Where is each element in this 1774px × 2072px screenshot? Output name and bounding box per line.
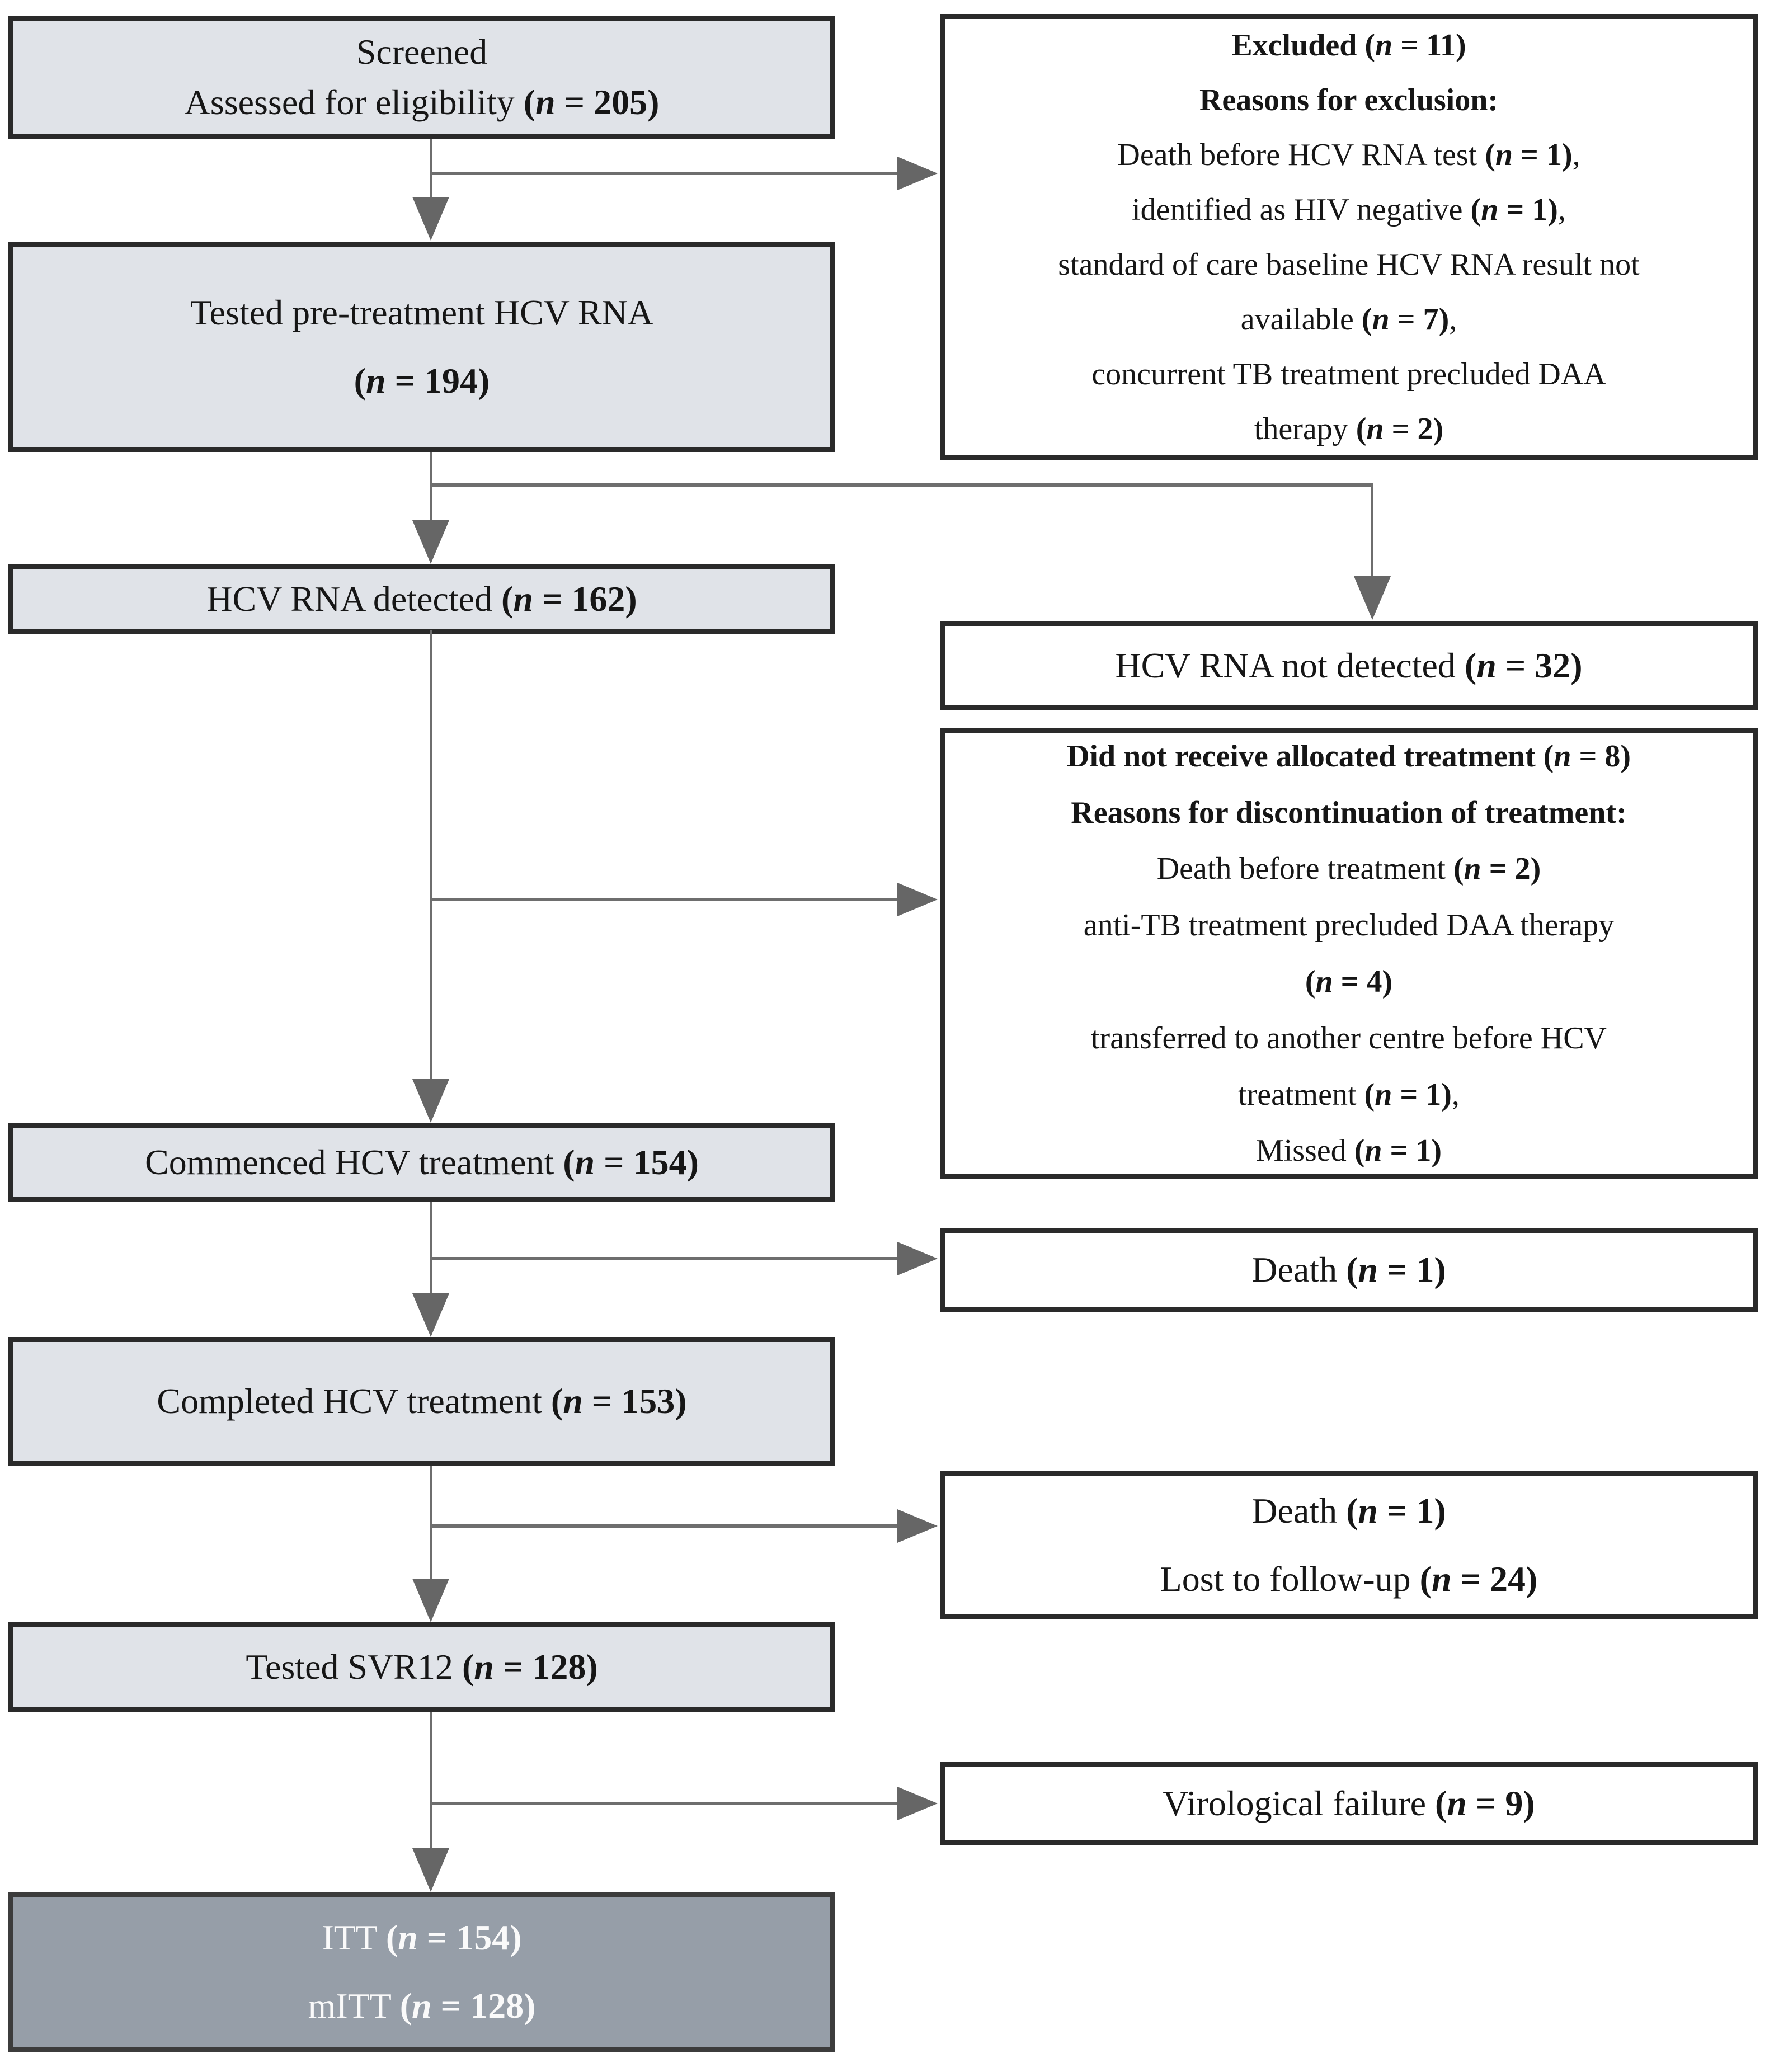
connector-not-detected-drop-line	[1371, 483, 1373, 577]
text-line: Lost to follow-up (n = 24)	[1160, 1559, 1538, 1599]
box-hcv-rna-not-detected: HCV RNA not detected (n = 32)	[940, 621, 1758, 710]
text-line: Assessed for eligibility (n = 205)	[184, 82, 660, 122]
text-line: standard of care baseline HCV RNA result…	[1058, 247, 1640, 282]
text-line: Commenced HCV treatment (n = 154)	[145, 1142, 699, 1182]
text-line: Screened	[356, 32, 488, 72]
text-line: therapy (n = 2)	[1254, 412, 1444, 446]
text-line: Death (n = 1)	[1251, 1250, 1446, 1290]
text-line: Completed HCV treatment (n = 153)	[157, 1381, 687, 1421]
text-line: Tested SVR12 (n = 128)	[246, 1647, 598, 1687]
arrowhead-down-svr12-icon	[412, 1579, 449, 1622]
connector-branch-did-not-receive-line	[431, 898, 897, 901]
arrowhead-right-did-not-receive-icon	[897, 883, 938, 916]
box-tested-svr12: Tested SVR12 (n = 128)	[8, 1622, 835, 1712]
connector-completed-svr12-line	[430, 1466, 432, 1580]
arrowhead-right-death-lost-icon	[897, 1509, 938, 1543]
connector-branch-death-line	[431, 1257, 897, 1260]
text-line: identified as HIV negative (n = 1),	[1132, 192, 1566, 227]
text-line: (n = 4)	[1305, 964, 1393, 999]
text-line: mITT (n = 128)	[308, 1986, 536, 2026]
text-line: anti-TB treatment precluded DAA therapy	[1083, 908, 1615, 943]
box-itt-mitt: ITT (n = 154) mITT (n = 128)	[8, 1892, 835, 2052]
text-line: Death (n = 1)	[1251, 1491, 1446, 1531]
text-line: Did not receive allocated treatment (n =…	[1066, 738, 1631, 774]
text-line: concurrent TB treatment precluded DAA	[1091, 357, 1606, 392]
connector-screened-tested-line	[430, 139, 432, 201]
box-death-during-treatment: Death (n = 1)	[940, 1228, 1758, 1312]
connector-commenced-completed-line	[430, 1202, 432, 1294]
box-completed-treatment: Completed HCV treatment (n = 153)	[8, 1337, 835, 1466]
arrowhead-down-detected-icon	[412, 520, 449, 564]
arrowhead-right-virological-icon	[897, 1787, 938, 1820]
connector-branch-death-lost-line	[431, 1524, 897, 1528]
connector-branch-not-detected-line	[431, 483, 1373, 487]
text-line: treatment (n = 1),	[1238, 1077, 1460, 1112]
box-commenced-treatment: Commenced HCV treatment (n = 154)	[8, 1123, 835, 1202]
text-line: Reasons for exclusion:	[1199, 83, 1499, 117]
text-line: Tested pre-treatment HCV RNA	[190, 293, 653, 333]
box-did-not-receive-treatment: Did not receive allocated treatment (n =…	[940, 728, 1758, 1179]
connector-branch-excluded-line	[431, 172, 897, 175]
text-line: available (n = 7),	[1240, 302, 1457, 337]
text-line: transferred to another centre before HCV	[1090, 1020, 1607, 1056]
arrowhead-down-itt-icon	[412, 1848, 449, 1892]
box-tested-pretreatment: Tested pre-treatment HCV RNA (n = 194)	[8, 242, 835, 452]
box-death-lost-to-followup: Death (n = 1) Lost to follow-up (n = 24)	[940, 1471, 1758, 1619]
arrowhead-right-excluded-icon	[897, 157, 938, 190]
text-line: Reasons for discontinuation of treatment…	[1071, 795, 1627, 830]
connector-tested-detected-line	[430, 452, 432, 521]
text-line: Missed (n = 1)	[1255, 1133, 1442, 1169]
text-line: HCV RNA detected (n = 162)	[206, 578, 637, 619]
arrowhead-down-tested-icon	[412, 197, 449, 241]
box-hcv-rna-detected: HCV RNA detected (n = 162)	[8, 564, 835, 634]
arrowhead-right-death-icon	[897, 1242, 938, 1275]
connector-detected-commenced-line	[430, 630, 432, 1081]
text-line: (n = 194)	[354, 361, 490, 401]
box-excluded: Excluded (n = 11) Reasons for exclusion: D…	[940, 14, 1758, 460]
text-line: Virological failure (n = 9)	[1163, 1783, 1535, 1824]
text-line: Death before HCV RNA test (n = 1),	[1117, 138, 1580, 172]
text-line: HCV RNA not detected (n = 32)	[1115, 645, 1583, 685]
text-line: Death before treatment (n = 2)	[1156, 851, 1541, 887]
box-virological-failure: Virological failure (n = 9)	[940, 1762, 1758, 1845]
connector-svr12-itt-line	[430, 1712, 432, 1849]
text-line: Excluded (n = 11)	[1231, 28, 1466, 63]
arrowhead-down-completed-icon	[412, 1293, 449, 1337]
text-line: ITT (n = 154)	[322, 1918, 522, 1958]
arrowhead-down-not-detected-icon	[1354, 576, 1391, 620]
arrowhead-down-commenced-icon	[412, 1079, 449, 1123]
connector-branch-virological-line	[431, 1802, 897, 1805]
